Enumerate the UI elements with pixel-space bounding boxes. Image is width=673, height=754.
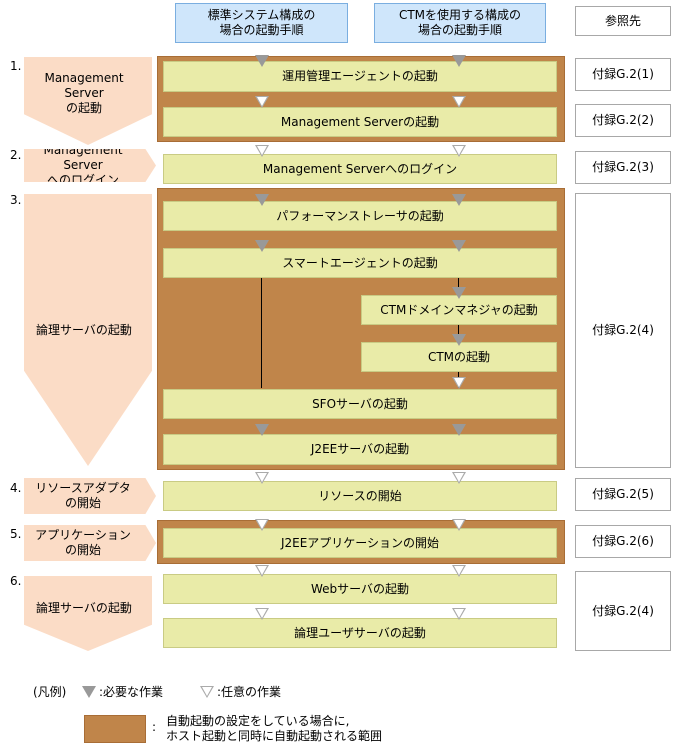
legend-required-label: :必要な作業 xyxy=(99,685,164,699)
phase-number: 6. xyxy=(10,574,22,588)
step-ctm-start: CTMの起動 xyxy=(361,342,557,372)
optional-arrow xyxy=(255,96,269,108)
required-arrow xyxy=(452,55,466,67)
header-standard: 標準システム構成の 場合の起動手順 xyxy=(175,3,348,43)
required-arrow xyxy=(255,194,269,206)
step-ctm-domain-manager-start: CTMドメインマネジャの起動 xyxy=(361,295,557,325)
reference-g2-2: 付録G.2(2) xyxy=(575,104,671,137)
optional-arrow xyxy=(452,377,466,389)
step-logical-user-server-start: 論理ユーザサーバの起動 xyxy=(163,618,557,648)
reference-g2-3: 付録G.2(3) xyxy=(575,151,671,184)
phase-management-server-start: Management Server の起動 xyxy=(24,57,152,145)
legend-title: (凡例) xyxy=(33,685,67,699)
header-ctm: CTMを使用する構成の 場合の起動手順 xyxy=(374,3,546,43)
legend-auto-start-label: 自動起動の設定をしている場合に, ホスト起動と同時に自動起動される範囲 xyxy=(166,714,383,743)
reference-g2-4-b: 付録G.2(4) xyxy=(575,571,671,651)
required-arrow xyxy=(452,240,466,252)
phase-application-start: アプリケーション の開始 xyxy=(24,525,156,561)
optional-arrow xyxy=(452,145,466,157)
flow-line-standard xyxy=(261,275,262,388)
step-j2ee-application-start: J2EEアプリケーションの開始 xyxy=(163,528,557,558)
optional-arrow xyxy=(255,472,269,484)
legend-required-arrow xyxy=(82,686,96,698)
step-web-server-start: Webサーバの起動 xyxy=(163,574,557,604)
optional-arrow xyxy=(452,472,466,484)
phase-number: 5. xyxy=(10,527,22,541)
phase-management-server-login: Management Server へのログイン xyxy=(24,149,156,182)
step-j2ee-server-start: J2EEサーバの起動 xyxy=(163,434,557,465)
flow-line-ctm xyxy=(458,275,459,388)
optional-arrow xyxy=(255,608,269,620)
step-ops-agent-start: 運用管理エージェントの起動 xyxy=(163,61,557,92)
phase-logical-server-start-2: 論理サーバの起動 xyxy=(24,576,152,651)
auto-start-band-3 xyxy=(157,188,565,470)
optional-arrow xyxy=(452,96,466,108)
optional-arrow xyxy=(255,145,269,157)
optional-arrow xyxy=(452,608,466,620)
reference-g2-6: 付録G.2(6) xyxy=(575,525,671,558)
step-management-server-login: Management Serverへのログイン xyxy=(163,154,557,184)
legend-auto-start-swatch xyxy=(84,715,146,743)
step-sfo-server-start: SFOサーバの起動 xyxy=(163,389,557,419)
required-arrow xyxy=(452,287,466,299)
step-smart-agent-start: スマートエージェントの起動 xyxy=(163,248,557,278)
optional-arrow xyxy=(452,565,466,577)
phase-resource-adapter-start: リソースアダプタ の開始 xyxy=(24,478,156,514)
optional-arrow xyxy=(255,565,269,577)
step-resource-start: リソースの開始 xyxy=(163,481,557,511)
optional-arrow xyxy=(255,519,269,531)
optional-arrow xyxy=(452,519,466,531)
phase-number: 2. xyxy=(10,148,22,162)
required-arrow xyxy=(452,334,466,346)
phase-logical-server-start: 論理サーバの起動 xyxy=(24,194,152,466)
phase-number: 4. xyxy=(10,481,22,495)
required-arrow xyxy=(255,240,269,252)
header-reference: 参照先 xyxy=(575,6,671,36)
reference-g2-4: 付録G.2(4) xyxy=(575,193,671,468)
required-arrow xyxy=(255,55,269,67)
phase-number: 1. xyxy=(10,59,22,73)
legend-optional-label: :任意の作業 xyxy=(217,685,282,699)
reference-g2-5: 付録G.2(5) xyxy=(575,478,671,511)
required-arrow xyxy=(452,424,466,436)
legend-optional-arrow xyxy=(200,686,214,698)
required-arrow xyxy=(452,194,466,206)
required-arrow xyxy=(255,424,269,436)
step-performance-tracer-start: パフォーマンストレーサの起動 xyxy=(163,201,557,231)
step-management-server-start: Management Serverの起動 xyxy=(163,107,557,137)
reference-g2-1: 付録G.2(1) xyxy=(575,58,671,91)
phase-number: 3. xyxy=(10,193,22,207)
legend-band-colon: : xyxy=(152,720,157,734)
